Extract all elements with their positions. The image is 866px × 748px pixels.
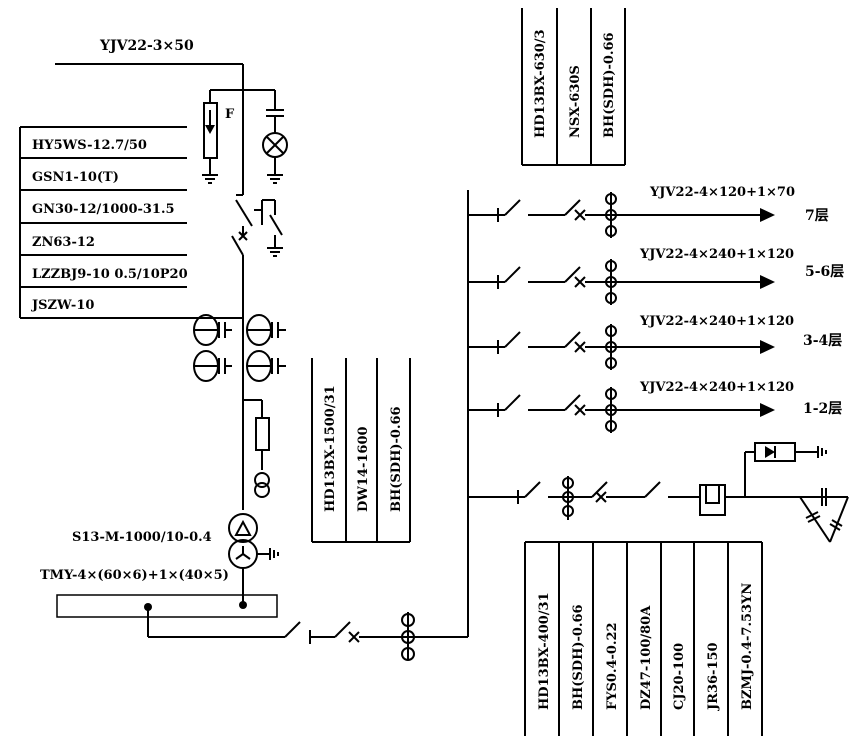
bottom-lv-table: HD13BX-400/31 BH(SDH)-0.66 FYS0.4-0.22 D…	[524, 541, 763, 736]
feeder-1-2	[468, 387, 775, 433]
fuse-label: F	[225, 107, 235, 122]
vacuum-breaker	[231, 231, 248, 320]
bottom-lv-item-5: JR36-150	[706, 642, 721, 711]
bottom-lv-item-3: DZ47-100/80A	[639, 605, 654, 710]
surge-arrester	[202, 90, 218, 184]
feeder-3-4	[468, 324, 775, 370]
voltage-transformer-branch	[243, 399, 270, 498]
feeder-1-dest: 5-6层	[805, 264, 844, 280]
main-lv-incomer	[148, 612, 468, 661]
feeder-5-6	[468, 259, 775, 305]
bottom-lv-item-6: BZMJ-0.4-7.53YN	[740, 583, 755, 710]
main-lv-item-1: DW14-1600	[356, 426, 371, 512]
incoming-cable-label: YJV22-3×50	[99, 38, 194, 54]
busbar-label: TMY-4×(60×6)+1×(40×5)	[40, 568, 229, 583]
feeder-2-dest: 3-4层	[803, 333, 842, 349]
lv-busbar	[56, 594, 278, 637]
feeder-3-dest: 1-2层	[803, 401, 842, 417]
bottom-lv-item-4: CJ20-100	[672, 643, 687, 710]
hv-item-4: LZZBJ9-10 0.5/10P20	[32, 267, 188, 282]
hv-equipment-table: HY5WS-12.7/50 GSN1-10(T) GN30-12/1000-31…	[19, 126, 243, 319]
top-lv-item-2: BH(SDH)-0.66	[602, 32, 617, 138]
top-lv-item-1: NSX-630S	[568, 65, 583, 138]
capacitor-branch	[468, 442, 849, 543]
feeder-1-cable: YJV22-4×240+1×120	[639, 247, 794, 262]
hv-item-2: GN30-12/1000-31.5	[32, 202, 175, 217]
hv-item-0: HY5WS-12.7/50	[32, 138, 147, 153]
main-lv-table: HD13BX-1500/31 DW14-1600 BH(SDH)-0.66	[311, 358, 411, 543]
indicator-lamp	[262, 90, 288, 184]
hv-item-5: JSZW-10	[31, 298, 94, 313]
hv-item-3: ZN63-12	[32, 235, 95, 250]
hv-item-1: GSN1-10(T)	[32, 170, 119, 185]
top-lv-table: HD13BX-630/3 NSX-630S BH(SDH)-0.66	[521, 8, 626, 166]
feeder-7	[468, 192, 775, 238]
feeder-0-cable: YJV22-4×120+1×70	[649, 185, 795, 200]
feeder-3-cable: YJV22-4×240+1×120	[639, 380, 794, 395]
top-lv-item-0: HD13BX-630/3	[533, 29, 548, 138]
load-switch	[235, 194, 283, 257]
power-transformer	[228, 513, 279, 605]
feeder-2-cable: YJV22-4×240+1×120	[639, 314, 794, 329]
feeder-0-dest: 7层	[805, 208, 829, 224]
main-lv-item-0: HD13BX-1500/31	[323, 385, 338, 512]
main-lv-item-2: BH(SDH)-0.66	[389, 406, 404, 512]
transformer-label: S13-M-1000/10-0.4	[72, 530, 212, 545]
bottom-lv-item-0: HD13BX-400/31	[537, 592, 552, 710]
current-transformers	[193, 314, 286, 510]
bottom-lv-item-2: FYS0.4-0.22	[605, 622, 620, 710]
bottom-lv-item-1: BH(SDH)-0.66	[571, 604, 586, 710]
